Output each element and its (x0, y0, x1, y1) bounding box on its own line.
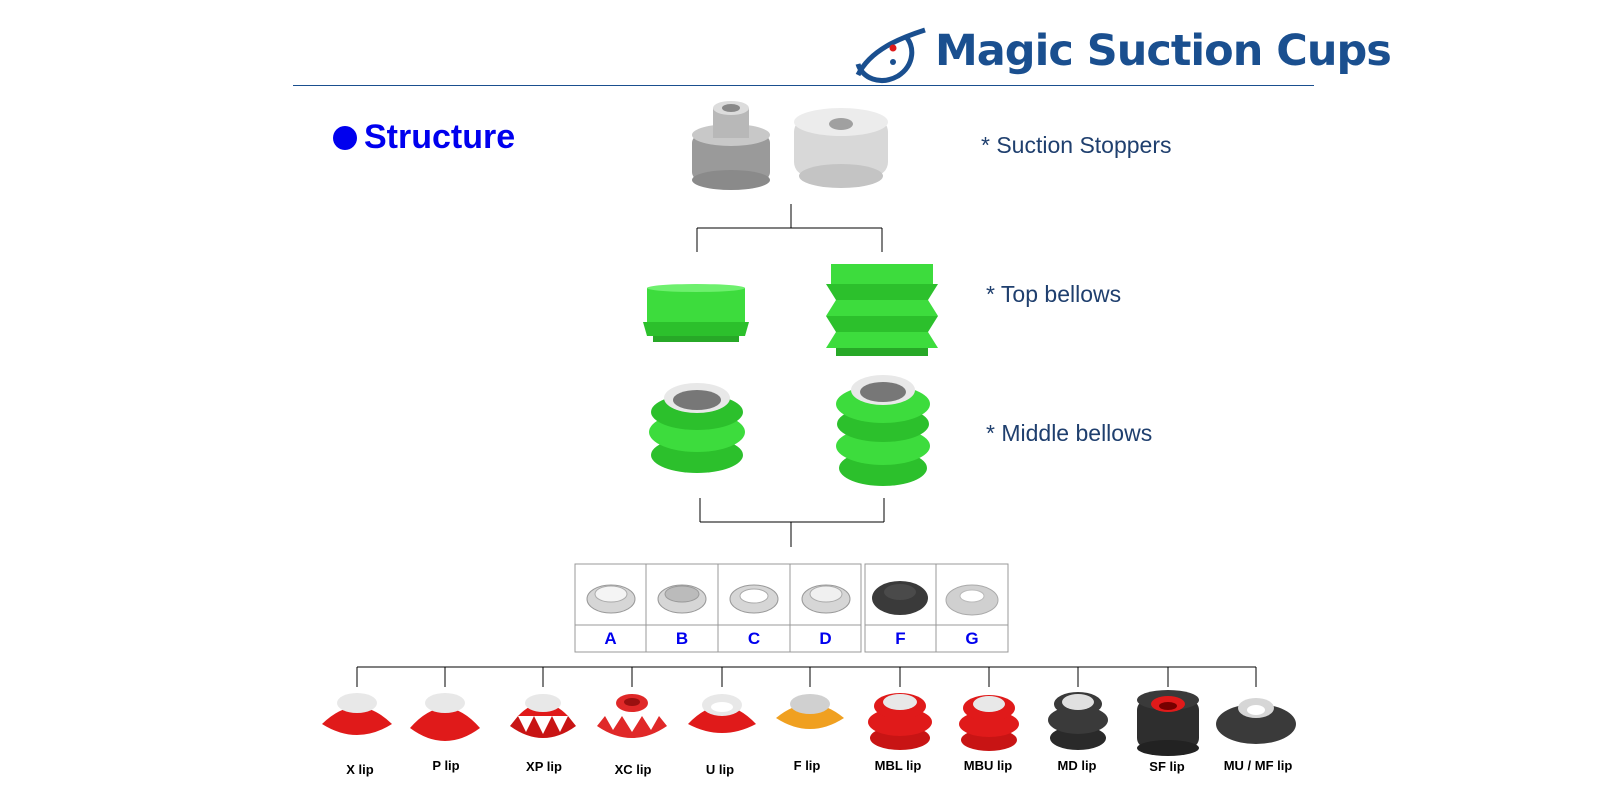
insert-label-b: B (675, 629, 689, 648)
insert-d-image (801, 584, 851, 614)
bullet-icon (333, 126, 357, 150)
lip-u-image (688, 694, 756, 733)
insert-label-a: A (604, 629, 617, 648)
stopper-1 (692, 101, 770, 190)
brand-logo (855, 27, 926, 83)
insert-g-image (945, 584, 999, 616)
insert-c-image (729, 584, 779, 614)
lip-mbl-image (868, 693, 932, 750)
insert-a-image (586, 584, 636, 614)
lip-label-f: F lip (793, 758, 821, 773)
insert-label-d: D (819, 629, 832, 648)
lip-label-x: X lip (346, 762, 374, 777)
insert-b-image (657, 584, 707, 614)
lip-mbu-image (959, 695, 1019, 751)
insert-f-image (872, 581, 928, 615)
lip-label-mu-mf: MU / MF lip (1223, 758, 1293, 773)
top-bellow-tall (826, 264, 938, 356)
insert-table (574, 563, 1009, 653)
connector-lips (356, 666, 1257, 687)
label-suction-stoppers: * Suction Stoppers (981, 132, 1172, 158)
lip-f-image (776, 694, 844, 729)
lip-md-image (1048, 692, 1108, 750)
insert-label-c: C (747, 629, 761, 648)
lip-mu-mf-image (1216, 698, 1296, 744)
section-title: Structure (364, 118, 516, 156)
lip-x-image (322, 693, 392, 735)
insert-label-f: F (895, 629, 906, 648)
header-divider (293, 85, 1314, 86)
lip-label-xc: XC lip (614, 762, 652, 777)
lip-label-u: U lip (705, 762, 735, 777)
lip-p-image (410, 693, 480, 741)
lip-label-xp: XP lip (526, 759, 562, 774)
lip-label-mbu: MBU lip (963, 758, 1013, 773)
lip-xp-image (510, 694, 576, 738)
brand-title: Magic Suction Cups (935, 26, 1392, 76)
lip-label-sf: SF lip (1149, 759, 1185, 774)
insert-label-g: G (965, 629, 979, 648)
lip-label-mbl: MBL lip (874, 758, 922, 773)
middle-bellow-tall (836, 375, 930, 486)
lip-label-p: P lip (432, 758, 460, 773)
label-middle-bellows: * Middle bellows (986, 420, 1153, 446)
stopper-2 (794, 108, 888, 188)
top-bellow-short (643, 284, 749, 342)
middle-bellow-short (649, 383, 745, 473)
lip-xc-image (597, 694, 667, 738)
label-top-bellows: * Top bellows (986, 281, 1122, 307)
lip-sf-image (1137, 690, 1199, 756)
connector-bellows (699, 498, 885, 547)
lip-label-md: MD lip (1057, 758, 1097, 773)
connector-stoppers (696, 204, 883, 252)
